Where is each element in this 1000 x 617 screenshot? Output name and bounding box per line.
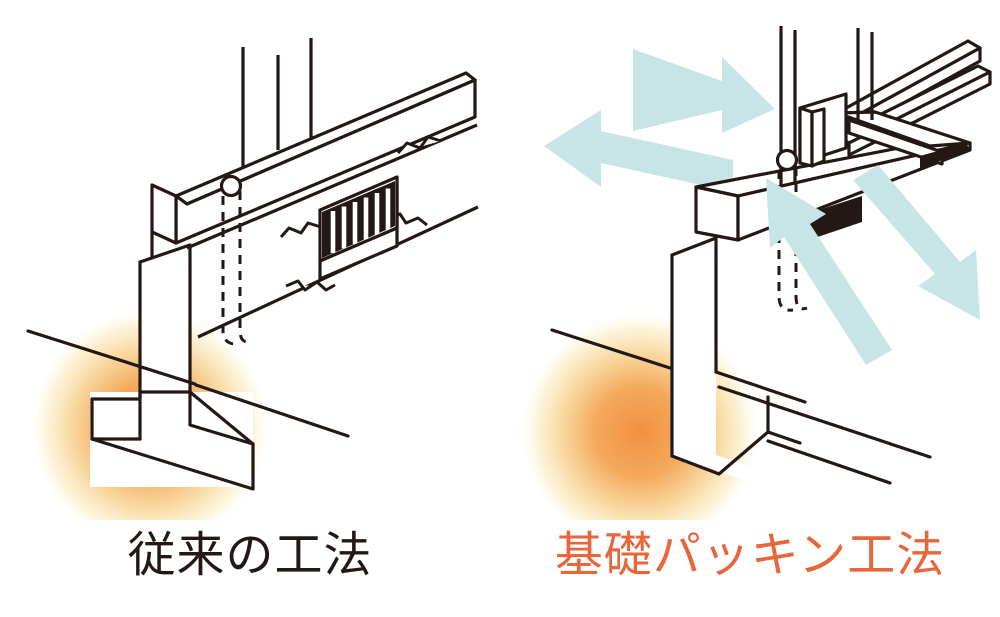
airflow-arrow-in-lower-right	[766, 178, 892, 365]
footing-white-fill	[90, 245, 253, 487]
panel-conventional-method: 従来の工法	[26, 38, 479, 583]
wooden-post-left	[241, 38, 313, 172]
caption-packing-method: 基礎パッキン工法	[554, 527, 946, 583]
foundation-vent-left	[318, 175, 399, 281]
concrete-footing-left	[90, 243, 255, 491]
concrete-footing-right	[670, 236, 807, 476]
cracked-concrete-edges-left	[279, 135, 442, 292]
ground-line-left	[26, 329, 350, 438]
footing-white-fill-right	[672, 238, 800, 500]
conventional-method-illustration	[26, 38, 479, 520]
sill-beam-left	[150, 71, 477, 245]
anchor-bolt-left	[219, 174, 253, 346]
packing-method-illustration	[522, 26, 992, 520]
anchor-bolt-right	[775, 148, 808, 312]
heat-glow-right	[522, 314, 758, 520]
caption-conventional-method: 従来の工法	[127, 527, 373, 583]
airflow-arrow-out-lower-right	[853, 165, 980, 320]
vent-louver-slats	[330, 188, 391, 253]
airflow-arrow-out-left	[544, 110, 733, 192]
ground-line-right	[550, 328, 932, 485]
airflow-arrow-in-upper-left	[633, 49, 775, 133]
panel-packing-method: 基礎パッキン工法	[500, 0, 1000, 617]
